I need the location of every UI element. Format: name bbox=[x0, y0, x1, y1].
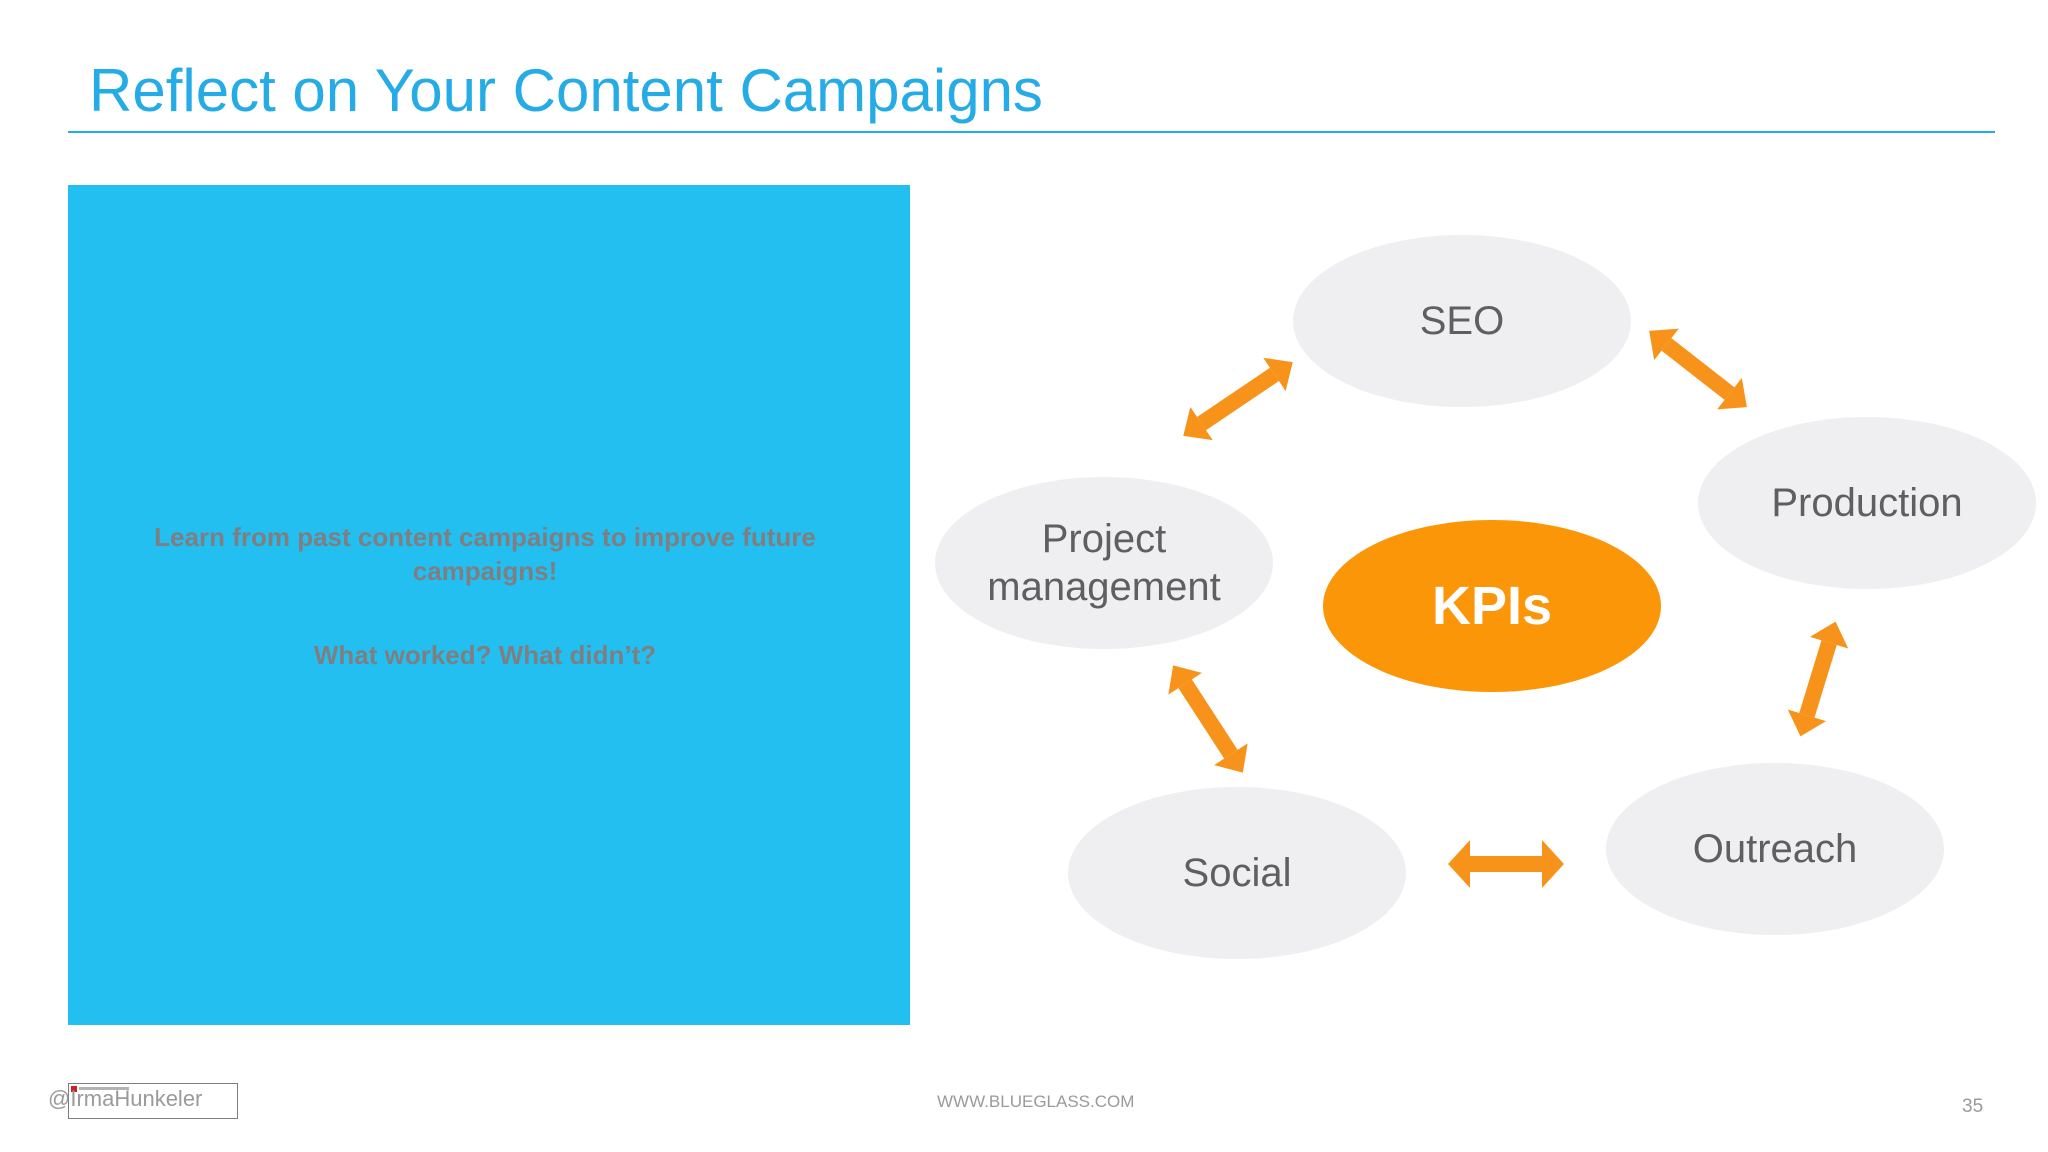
node-seo-label: SEO bbox=[1419, 299, 1505, 343]
node-outreach-label: Outreach bbox=[1692, 827, 1858, 871]
node-kpis-label: KPIs bbox=[1431, 576, 1553, 636]
panel-text-line-2: What worked? What didn’t? bbox=[313, 640, 657, 670]
slide-title: Reflect on Your Content Campaigns bbox=[89, 57, 1043, 124]
panel-text: Learn from past content campaigns to imp… bbox=[120, 520, 850, 672]
node-project-management: Project management bbox=[935, 477, 1273, 649]
node-production-label: Production bbox=[1771, 481, 1963, 525]
kpi-cycle-diagram: SEO Production Outreach Social Project m… bbox=[900, 200, 2048, 1000]
title-divider bbox=[68, 131, 1995, 133]
broken-image-icon bbox=[71, 1086, 77, 1092]
arrow-project-social bbox=[1168, 665, 1248, 773]
node-social: Social bbox=[1068, 787, 1406, 959]
footer-image-placeholder bbox=[68, 1083, 238, 1119]
node-seo: SEO bbox=[1293, 235, 1631, 407]
page-number: 35 bbox=[1962, 1096, 1984, 1117]
arrow-social-outreach bbox=[1448, 840, 1564, 888]
footer-website: WWW.BLUEGLASS.COM bbox=[937, 1092, 1135, 1111]
footer-twitter-handle: @IrmaHunkeler bbox=[48, 1086, 203, 1111]
node-social-label: Social bbox=[1182, 851, 1292, 895]
node-project-label-line-2: management bbox=[987, 565, 1221, 609]
cycle-arrows bbox=[1168, 328, 1849, 888]
node-production: Production bbox=[1698, 417, 2036, 589]
arrow-seo-production bbox=[1649, 328, 1747, 410]
panel-text-line-1: Learn from past content campaigns to imp… bbox=[154, 522, 816, 586]
node-outreach: Outreach bbox=[1606, 763, 1944, 935]
blue-text-panel bbox=[68, 185, 910, 1025]
arrow-production-outreach bbox=[1787, 621, 1849, 737]
node-project-label-line-1: Project bbox=[1041, 517, 1167, 561]
arrow-project-seo bbox=[1183, 357, 1293, 441]
node-kpis-center: KPIs bbox=[1323, 520, 1661, 692]
